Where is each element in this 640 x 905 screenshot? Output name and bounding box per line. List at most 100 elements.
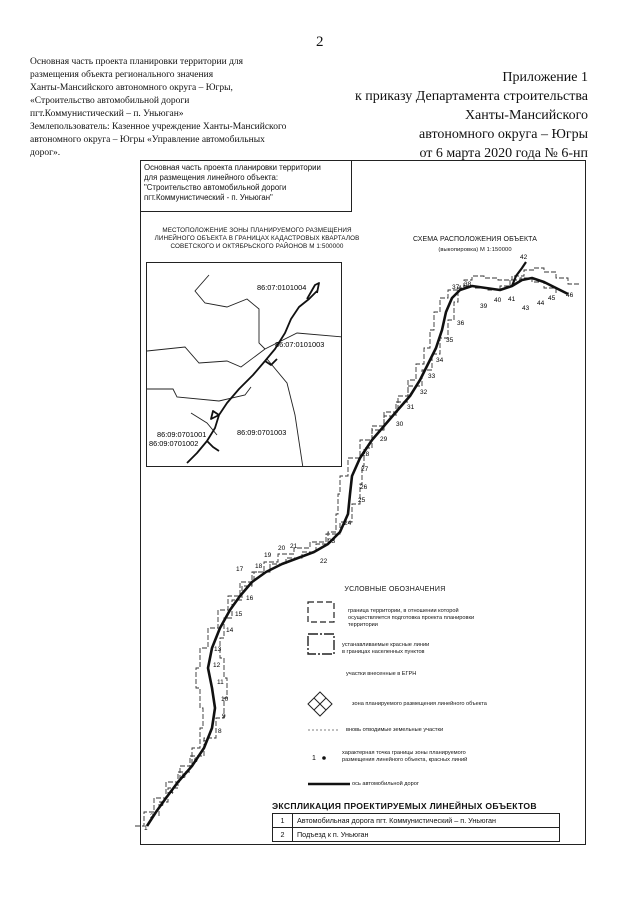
- route-point-label: 35: [446, 337, 454, 344]
- route-point-label: 12: [213, 662, 221, 669]
- cadastral-boundary: [266, 358, 304, 466]
- cadastral-label: 86:07:0101004: [257, 283, 306, 292]
- route-point-label: 15: [235, 611, 243, 618]
- route-point-label: 25: [358, 497, 366, 504]
- explication-table: 1 Автомобильная дорога пгт. Коммунистиче…: [272, 813, 560, 842]
- location-title-line: МЕСТОПОЛОЖЕНИЕ ЗОНЫ ПЛАНИРУЕМОГО РАЗМЕЩЕ…: [162, 227, 352, 234]
- row-number: 2: [272, 827, 293, 842]
- legend-text: размещения линейного объекта, красных ли…: [342, 757, 468, 763]
- row-name: Автомобильная дорога пгт. Коммунистическ…: [292, 813, 560, 828]
- table-row: 2 Подъезд к п. Уньюган: [272, 827, 560, 842]
- cadastral-boundary: [194, 274, 266, 350]
- drawing-sheet-frame: [140, 160, 586, 845]
- inset-road-branch: [210, 410, 220, 420]
- route-point-label: 5: [182, 773, 186, 780]
- inset-road-branch: [306, 282, 320, 300]
- route-point-label: 13: [214, 646, 222, 653]
- route-point-label: 8: [218, 728, 222, 735]
- location-title-line: ЛИНЕЙНОГО ОБЪЕКТА В ГРАНИЦАХ КАДАСТРОВЫХ…: [154, 235, 360, 242]
- header-left-line: «Строительство автомобильной дороги: [30, 96, 190, 106]
- legend-text: участки внесенные в ЕГРН: [346, 671, 417, 677]
- legend-text: в границах населенных пунктов: [342, 649, 425, 655]
- route-point-label: 20: [278, 545, 286, 552]
- drawing-title-box: Основная часть проекта планировки террит…: [140, 160, 352, 212]
- route-point-label: 39: [480, 303, 488, 310]
- legend-item-boundary: граница территории, в отношении которой …: [348, 608, 474, 629]
- legend-red-lines-symbol: [307, 633, 335, 655]
- header-left-line: дорог».: [30, 148, 61, 158]
- zone-boundary: [158, 267, 580, 816]
- cadastral-label: 86:07:0101003: [275, 340, 324, 349]
- route-point-label: 22: [320, 558, 328, 565]
- route-point-label: 41: [508, 296, 516, 303]
- cadastral-label: 86:09:0701001: [157, 430, 206, 439]
- header-left-line: размещения объекта регионального значени…: [30, 70, 214, 80]
- route-point-label: 42: [520, 254, 528, 261]
- row-number: 1: [272, 813, 293, 828]
- title-box-line: Основная часть проекта планировки террит…: [144, 163, 321, 172]
- title-box-line: "Строительство автомобильной дороги: [144, 183, 287, 192]
- location-title-line: СОВЕТСКОГО И ОКТЯБРЬСКОГО РАЙОНОВ М 1:50…: [170, 243, 344, 250]
- cadastral-label: 86:09:0701003: [237, 428, 286, 437]
- appendix-line: автономного округа – Югры: [419, 127, 588, 142]
- route-point-label: 26: [360, 484, 368, 491]
- legend-point-number: 1: [312, 755, 316, 762]
- legend-text: ось автомобильной дорог: [352, 781, 419, 787]
- appendix-line: Приложение 1: [502, 70, 588, 85]
- legend-text: устанавливаемые красные линии: [342, 642, 430, 648]
- legend-item-point: характерная точка границы зоны планируем…: [342, 750, 467, 764]
- legend-zone-symbol: [307, 691, 333, 717]
- appendix-header: Приложение 1 к приказу Департамента стро…: [288, 68, 588, 163]
- cadastral-label: 86:09:0701002: [149, 439, 198, 448]
- legend-text: вновь отводимые земельные участки: [346, 727, 444, 733]
- route-point-label: 19: [264, 552, 272, 559]
- table-row: 1 Автомобильная дорога пгт. Коммунистиче…: [272, 813, 560, 828]
- route-point-label: 9: [222, 713, 226, 720]
- legend-item-red-lines: устанавливаемые красные линии в границах…: [342, 642, 429, 656]
- legend-text: граница территории, в отношении которой: [348, 608, 459, 614]
- route-point-label: 11: [217, 679, 224, 686]
- header-left-line: автономного округа – Югры «Управление ав…: [30, 135, 265, 145]
- route-point-label: 6: [194, 757, 198, 764]
- route-point-label: 2: [150, 813, 154, 820]
- route-point-label: 30: [396, 421, 404, 428]
- header-left-block: Основная часть проекта планировки террит…: [30, 56, 320, 160]
- route-point-label: 14: [226, 627, 234, 634]
- appendix-line: Ханты-Мансийского: [464, 108, 588, 123]
- route-point-label: 43: [522, 305, 530, 312]
- header-left-line: пгт.Коммунистический – п. Уньюган»: [30, 109, 184, 119]
- route-point-label: 1: [144, 825, 148, 832]
- route-point-label: 18: [255, 563, 263, 570]
- header-left-line: Землепользователь: Казенное учреждение Х…: [30, 122, 287, 132]
- legend-item-axis: ось автомобильной дорог: [352, 781, 419, 788]
- legend-text: зона планируемого размещения линейного о…: [352, 701, 487, 707]
- header-left-line: Ханты-Мансийского автономного округа – Ю…: [30, 83, 233, 93]
- row-name: Подъезд к п. Уньюган: [292, 827, 560, 842]
- inset-map-drawing: 86:07:0101004 86:07:0101003 86:09:070100…: [147, 274, 341, 466]
- inset-road-branch: [206, 440, 220, 452]
- scheme-scale: (выкопировка) М 1:150000: [438, 247, 512, 253]
- legend-text: характерная точка границы зоны планируем…: [342, 750, 466, 756]
- route-point-label: 36: [457, 320, 465, 327]
- route-point-label: 24: [344, 520, 352, 527]
- route-point-label: 10: [221, 696, 229, 703]
- route-point-label: 7: [203, 740, 207, 747]
- title-box-line: пгт.Коммунистический - п. Уньюган": [144, 193, 273, 202]
- legend-symbols: 1: [307, 601, 350, 786]
- appendix-line: к приказу Департамента строительства: [354, 89, 588, 104]
- route-point-label: 28: [362, 451, 370, 458]
- route-point-label: 40: [494, 297, 502, 304]
- inset-road-branch: [264, 358, 278, 366]
- route-point-label: 32: [420, 389, 428, 396]
- route-point-label: 16: [246, 595, 254, 602]
- cadastral-boundary: [147, 386, 252, 402]
- route-point-label: 21: [290, 543, 298, 550]
- route-point-label: 4: [170, 789, 174, 796]
- legend-text: осуществляется подготовка проекта планир…: [348, 615, 475, 621]
- route-point-label: 31: [407, 404, 415, 411]
- location-map-title: МЕСТОПОЛОЖЕНИЕ ЗОНЫ ПЛАНИРУЕМОГО РАЗМЕЩЕ…: [145, 227, 369, 251]
- route-point-label: 17: [236, 566, 244, 573]
- route-point-label: 33: [428, 373, 436, 380]
- route-point-label: 37: [452, 284, 460, 291]
